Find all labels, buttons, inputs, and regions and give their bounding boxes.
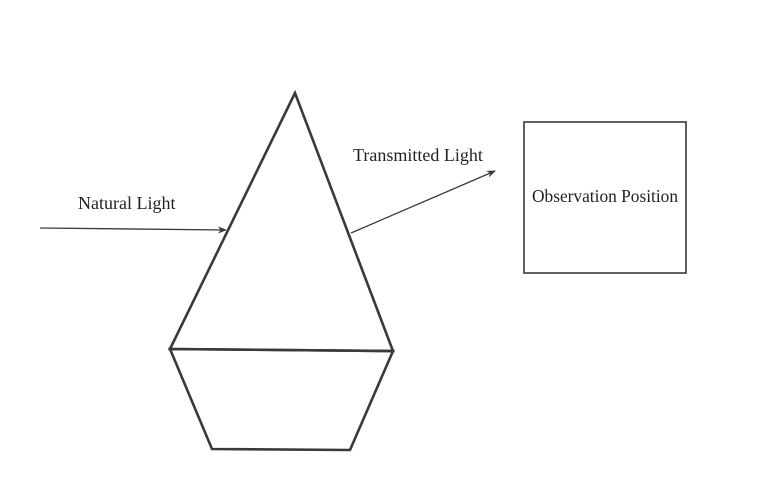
transmitted-light-label: Transmitted Light [353,145,483,165]
natural-light-arrow [39,226,227,234]
prism-crown-triangle [167,89,395,353]
natural-light-label: Natural Light [78,193,175,213]
observation-position-label: Observation Position [532,186,678,206]
observation-position-box [523,121,687,274]
transmitted-light-arrow [350,170,496,234]
prism-pavilion-trapezoid [168,347,395,452]
